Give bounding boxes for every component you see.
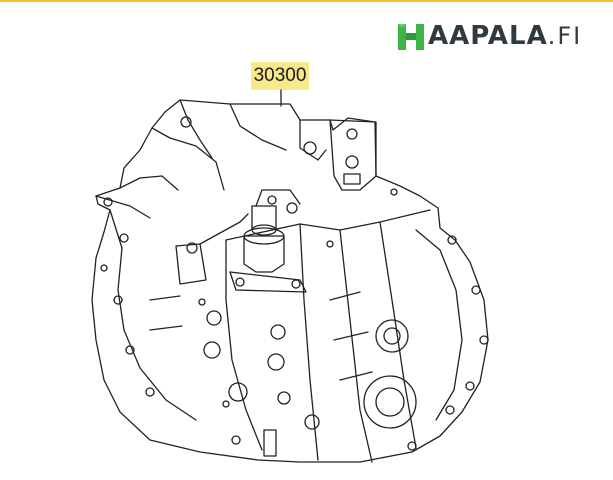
housing-outline xyxy=(91,99,489,463)
mount-bracket xyxy=(329,119,377,191)
h-logo-icon xyxy=(398,24,424,50)
part-number-callout[interactable]: 30300 xyxy=(251,62,309,90)
brand-tld: .FI xyxy=(547,22,583,50)
brand-name: AAPALA xyxy=(428,21,548,51)
aapala-logo[interactable]: AAPALA .FI xyxy=(398,20,582,52)
output-flange xyxy=(375,319,409,353)
top-accent-rule xyxy=(0,0,613,2)
